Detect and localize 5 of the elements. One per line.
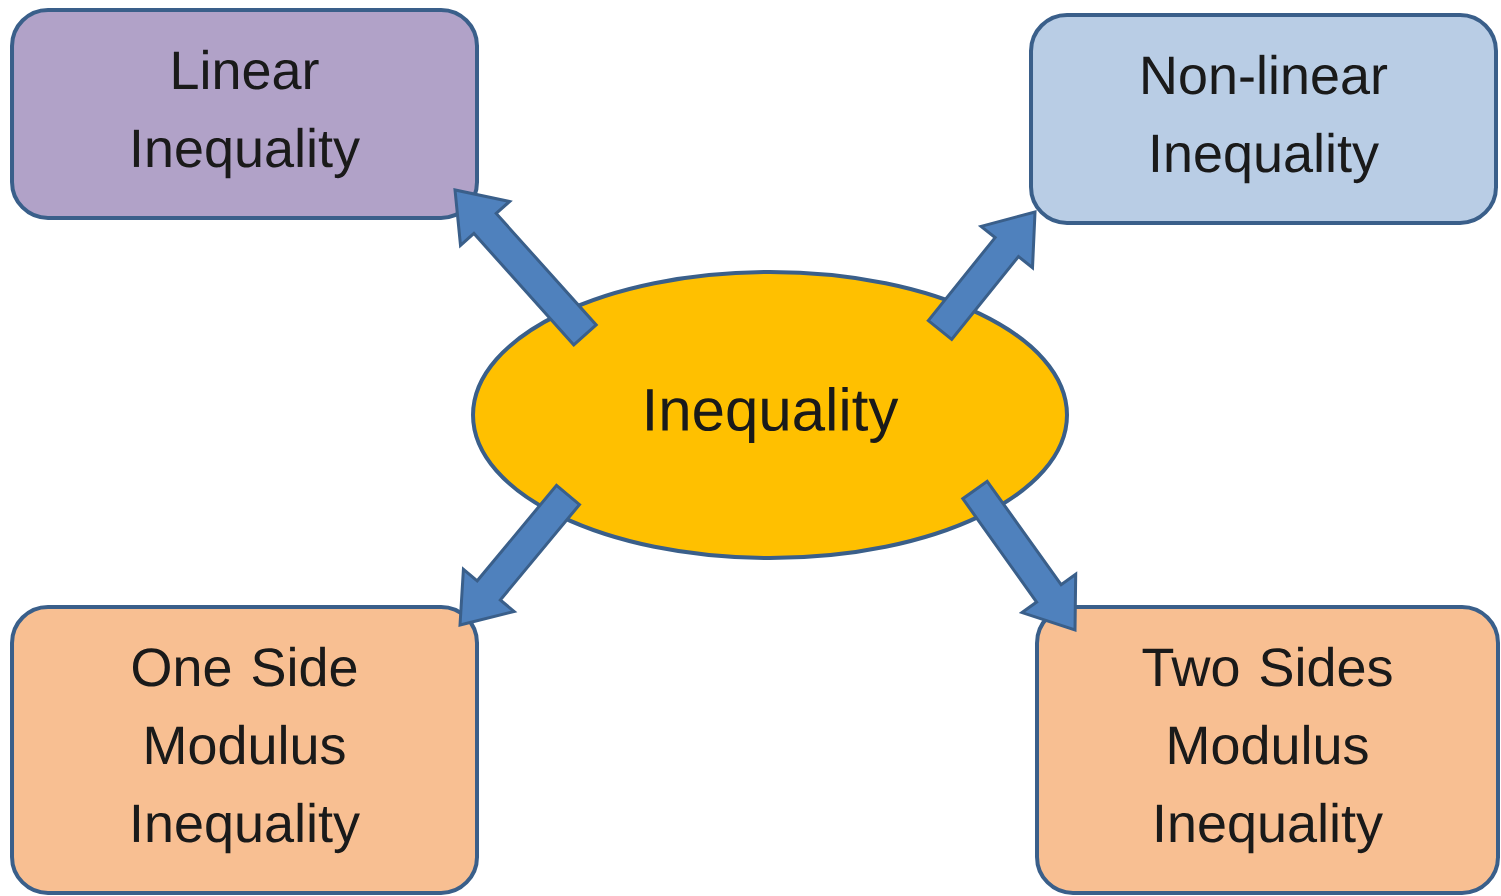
ellipse-node: Inequality xyxy=(471,270,1069,560)
rounded-box: Two Sides Modulus Inequality xyxy=(1035,605,1500,895)
rounded-box: One Side Modulus Inequality xyxy=(10,605,479,895)
rounded-box: Non-linear Inequality xyxy=(1029,13,1498,225)
rounded-box: Linear Inequality xyxy=(10,8,479,220)
